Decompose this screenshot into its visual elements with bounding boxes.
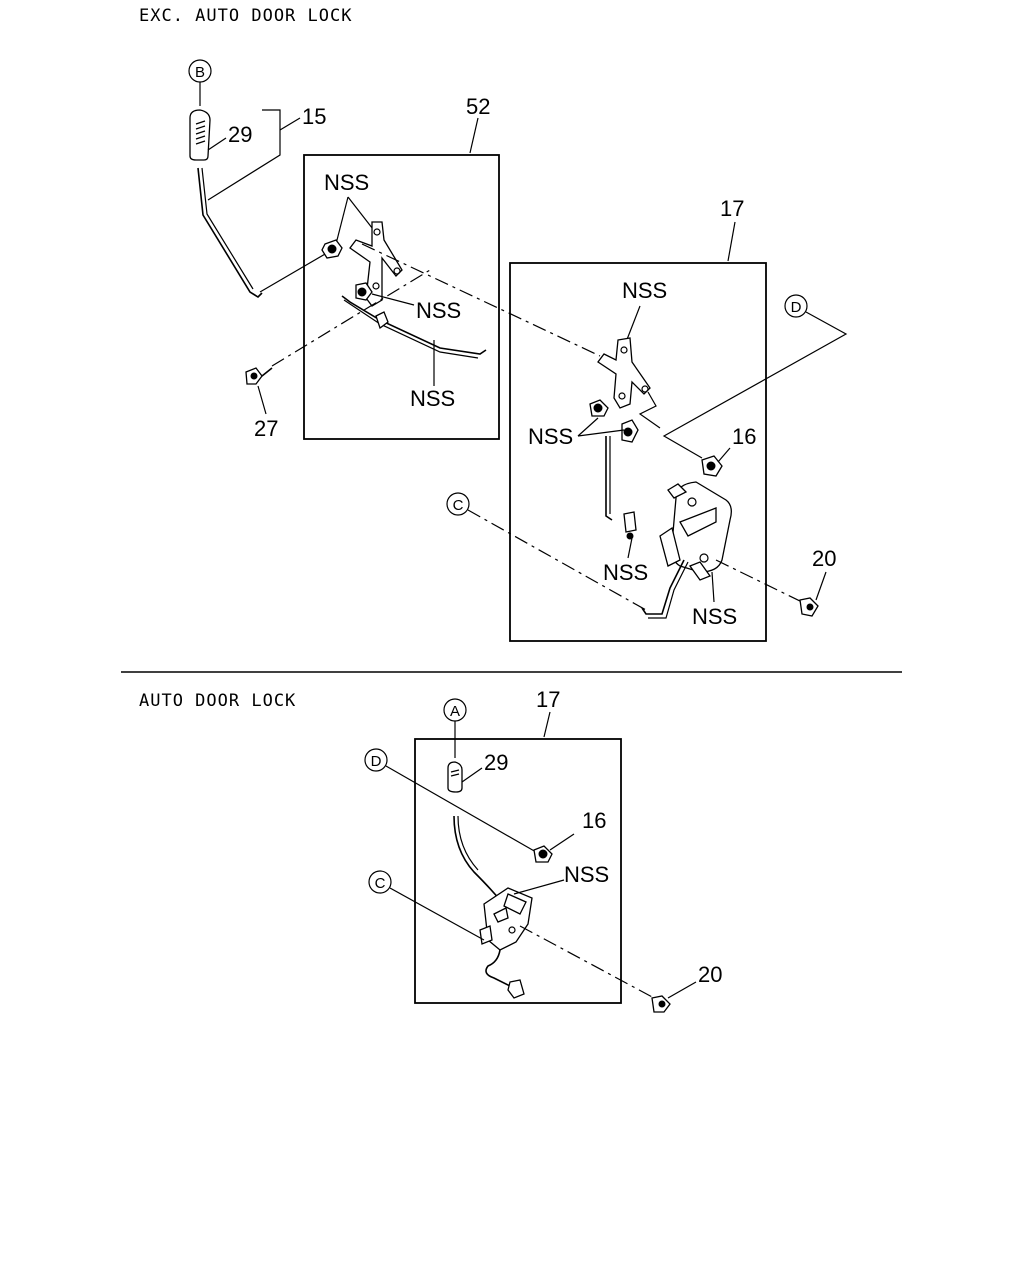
part-number-29-bottom: 29 bbox=[484, 750, 508, 775]
ref-label-c: C bbox=[453, 497, 464, 514]
part-number-17-bottom: 17 bbox=[536, 687, 560, 712]
ref-circle-c-bottom bbox=[368, 870, 392, 894]
ref-label-d-bottom: D bbox=[371, 753, 382, 770]
nss-label-d: NSS bbox=[622, 278, 667, 303]
nss-label-g: NSS bbox=[692, 604, 737, 629]
part-number-29: 29 bbox=[228, 122, 252, 147]
lock-knob-bottom bbox=[447, 761, 463, 793]
lock-knob-assembly: B 29 15 bbox=[188, 59, 333, 299]
screw-20-top: 20 bbox=[799, 546, 836, 617]
part-number-20-top: 20 bbox=[812, 546, 836, 571]
nss-label-bottom: NSS bbox=[564, 862, 609, 887]
ref-label-d: D bbox=[791, 299, 802, 316]
section-title-auto-door-lock: AUTO DOOR LOCK bbox=[139, 691, 296, 711]
nss-label-b: NSS bbox=[416, 298, 461, 323]
part-number-27: 27 bbox=[254, 416, 278, 441]
linkage-bracket bbox=[349, 221, 403, 307]
nss-label-a: NSS bbox=[324, 170, 369, 195]
part-number-16: 16 bbox=[732, 424, 756, 449]
lock-linkage-bracket bbox=[597, 337, 651, 409]
ref-circle-d bbox=[784, 294, 808, 318]
ref-circle-d-bottom bbox=[364, 748, 388, 772]
inner-rod bbox=[341, 295, 487, 355]
ref-circle-c bbox=[446, 492, 470, 516]
section-title-exc-auto-door-lock: EXC. AUTO DOOR LOCK bbox=[139, 6, 352, 26]
screw-27: 27 bbox=[245, 367, 278, 441]
part-number-52: 52 bbox=[466, 94, 490, 119]
ref-label-a: A bbox=[450, 703, 460, 720]
auto-door-lock-assembly: 17 A 29 D 16 NSS C bbox=[364, 687, 655, 1004]
lock-knob bbox=[189, 109, 211, 161]
part-number-17: 17 bbox=[720, 196, 744, 221]
wire-connector bbox=[507, 979, 525, 999]
nss-label-e: NSS bbox=[528, 424, 573, 449]
screw-20-bottom: 20 bbox=[651, 962, 722, 1013]
ref-label-b: B bbox=[195, 64, 205, 81]
lock-rod bbox=[197, 167, 263, 299]
door-lock-assembly-box: 17 NSS NSS D 16 bbox=[446, 196, 848, 642]
nss-label-c: NSS bbox=[410, 386, 455, 411]
part-number-15: 15 bbox=[302, 104, 326, 129]
outside-handle-linkage-box: 52 NSS NSS NSS bbox=[271, 94, 601, 440]
part-number-16-bottom: 16 bbox=[582, 808, 606, 833]
nss-label-f: NSS bbox=[603, 560, 648, 585]
ref-label-c-bottom: C bbox=[375, 875, 386, 892]
part-number-20-bottom: 20 bbox=[698, 962, 722, 987]
